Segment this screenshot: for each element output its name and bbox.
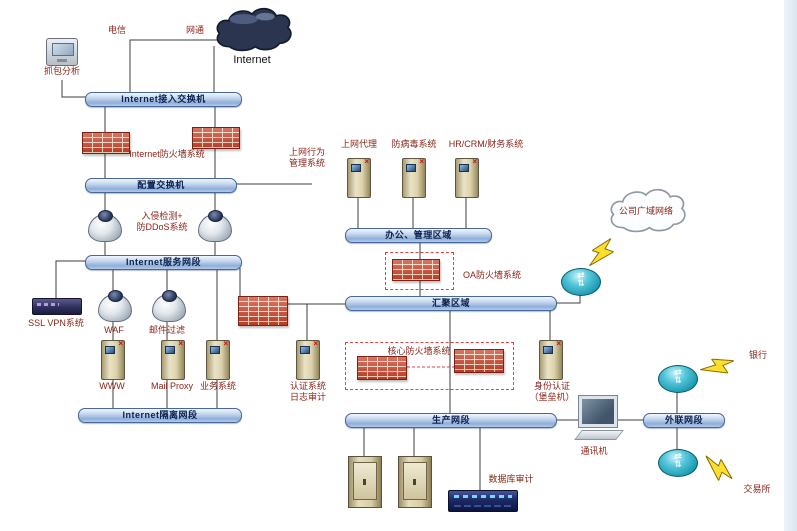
waf-device-icon [98, 290, 132, 322]
behavior-mgmt-label: 上网行为 管理系统 [278, 147, 336, 169]
mail-proxy-label: Mail Proxy [150, 381, 193, 391]
auth-audit-server-icon [296, 339, 320, 380]
link-telecom [129, 39, 222, 92]
segment-internet-access-switch: Internet接入交换机 [85, 92, 242, 107]
hr-crm-label: HR/CRM/财务系统 [448, 139, 524, 149]
canvas-edge-strip [784, 0, 797, 531]
bastion-label-line2: （堡垒机） [529, 392, 575, 402]
server-cabinet-icon-1 [348, 456, 382, 508]
lightning-bolt-icon-exchange [705, 455, 733, 482]
ssl-vpn-label: SSL VPN系统 [28, 318, 84, 328]
company-wan-cloud-icon [610, 188, 686, 233]
waf-label: WAF [104, 325, 124, 335]
antivirus-server-icon [402, 157, 426, 198]
internet-cloud-icon [216, 7, 292, 52]
business-system-label: 业务系统 [199, 381, 236, 391]
lightning-bolt-icon-wan [588, 238, 615, 267]
service-aggregation-firewall-icon [238, 296, 288, 326]
lightning-bolt-icon-bank [700, 358, 735, 374]
packet-capture-device-icon [46, 38, 78, 66]
ssl-vpn-appliance-icon [32, 298, 82, 315]
wan-router-icon [561, 268, 601, 296]
db-audit-label: 数据库审计 [488, 474, 534, 484]
oa-firewall-icon [392, 259, 440, 281]
mail-filter-label: 邮件过滤 [148, 325, 185, 335]
behavior-mgmt-label-line2: 管理系统 [288, 158, 325, 168]
ids-label-line1: 入侵检测+ [141, 211, 183, 221]
comms-machine-label: 通讯机 [580, 446, 608, 456]
segment-internet-service: Internet服务网段 [85, 255, 242, 270]
internet-firewall-icon-left [82, 132, 130, 154]
exchange-router-icon [658, 449, 698, 477]
auth-audit-label: 认证系统 日志审计 [284, 381, 332, 403]
business-server-icon [206, 339, 230, 380]
bastion-label-line1: 身份认证 [533, 381, 570, 391]
antivirus-label: 防病毒系统 [391, 139, 437, 149]
link-ssl-vpn [55, 260, 86, 298]
core-firewall-icon-left [357, 356, 407, 380]
ids-label-line2: 防DDoS系统 [136, 222, 188, 232]
server-cabinet-icon-2 [398, 456, 432, 508]
oa-firewall-label: OA防火墙系统 [462, 270, 521, 280]
company-wan-label: 公司广域网络 [618, 206, 673, 216]
mail-proxy-server-icon [161, 339, 185, 380]
ids-device-icon-left [88, 210, 122, 242]
exchange-label: 交易所 [743, 484, 771, 494]
bank-router-icon [658, 365, 698, 393]
web-proxy-server-icon [347, 157, 371, 198]
db-audit-rack-icon [448, 490, 518, 512]
bastion-server-icon [539, 339, 563, 380]
netcom-label: 网通 [185, 25, 204, 35]
link-packet-capture [61, 80, 86, 98]
core-firewall-icon-right [454, 349, 504, 373]
auth-audit-label-line1: 认证系统 [289, 381, 326, 391]
segment-internet-isolation: Internet隔离网段 [78, 408, 242, 423]
behavior-mgmt-label-line1: 上网行为 [288, 147, 325, 157]
comms-machine-icon [572, 396, 618, 442]
ids-label: 入侵检测+ 防DDoS系统 [131, 211, 193, 233]
segment-aggregation-area: 汇聚区域 [345, 296, 557, 311]
packet-capture-label: 抓包分析 [43, 66, 80, 76]
segment-office-area: 办公、管理区域 [345, 228, 492, 243]
internet-firewall-label: Internet防火墙系统 [129, 149, 205, 159]
internet-cloud-label: Internet [233, 54, 271, 66]
mail-filter-device-icon [152, 290, 186, 322]
www-label: WWW [99, 381, 125, 391]
ids-device-icon-right [198, 210, 232, 242]
hr-crm-server-icon [455, 157, 479, 198]
bastion-label: 身份认证 （堡垒机） [526, 381, 578, 403]
segment-external: 外联网段 [643, 413, 725, 428]
telecom-label: 电信 [107, 25, 126, 35]
segment-config-switch: 配置交换机 [85, 178, 237, 193]
web-proxy-label: 上网代理 [340, 139, 377, 149]
segment-production: 生产网段 [345, 413, 557, 428]
bank-label: 银行 [748, 350, 767, 360]
internet-firewall-icon-right [192, 127, 240, 149]
auth-audit-label-line2: 日志审计 [289, 392, 326, 402]
www-server-icon [101, 339, 125, 380]
oa-firewall-zone [385, 252, 454, 290]
core-firewall-zone [345, 342, 514, 390]
core-firewall-label: 核心防火墙系统 [387, 346, 451, 356]
